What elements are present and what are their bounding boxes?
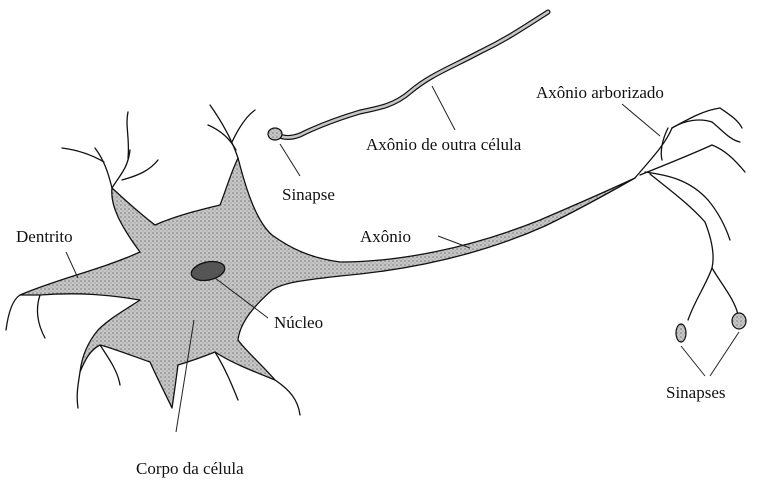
label-nucleus: Núcleo xyxy=(274,313,323,332)
label-other-cell-axon: Axônio de outra célula xyxy=(366,135,522,154)
label-axon: Axônio xyxy=(360,227,411,246)
label-cell-body: Corpo da célula xyxy=(136,459,244,478)
label-arborized-axon: Axônio arborizado xyxy=(536,83,664,102)
other-cell-axon xyxy=(268,12,548,140)
axon-arborization xyxy=(635,108,746,342)
label-synapse: Sinapse xyxy=(282,185,335,204)
label-synapses: Sinapses xyxy=(666,383,726,402)
label-dendrite: Dentrito xyxy=(16,227,73,246)
